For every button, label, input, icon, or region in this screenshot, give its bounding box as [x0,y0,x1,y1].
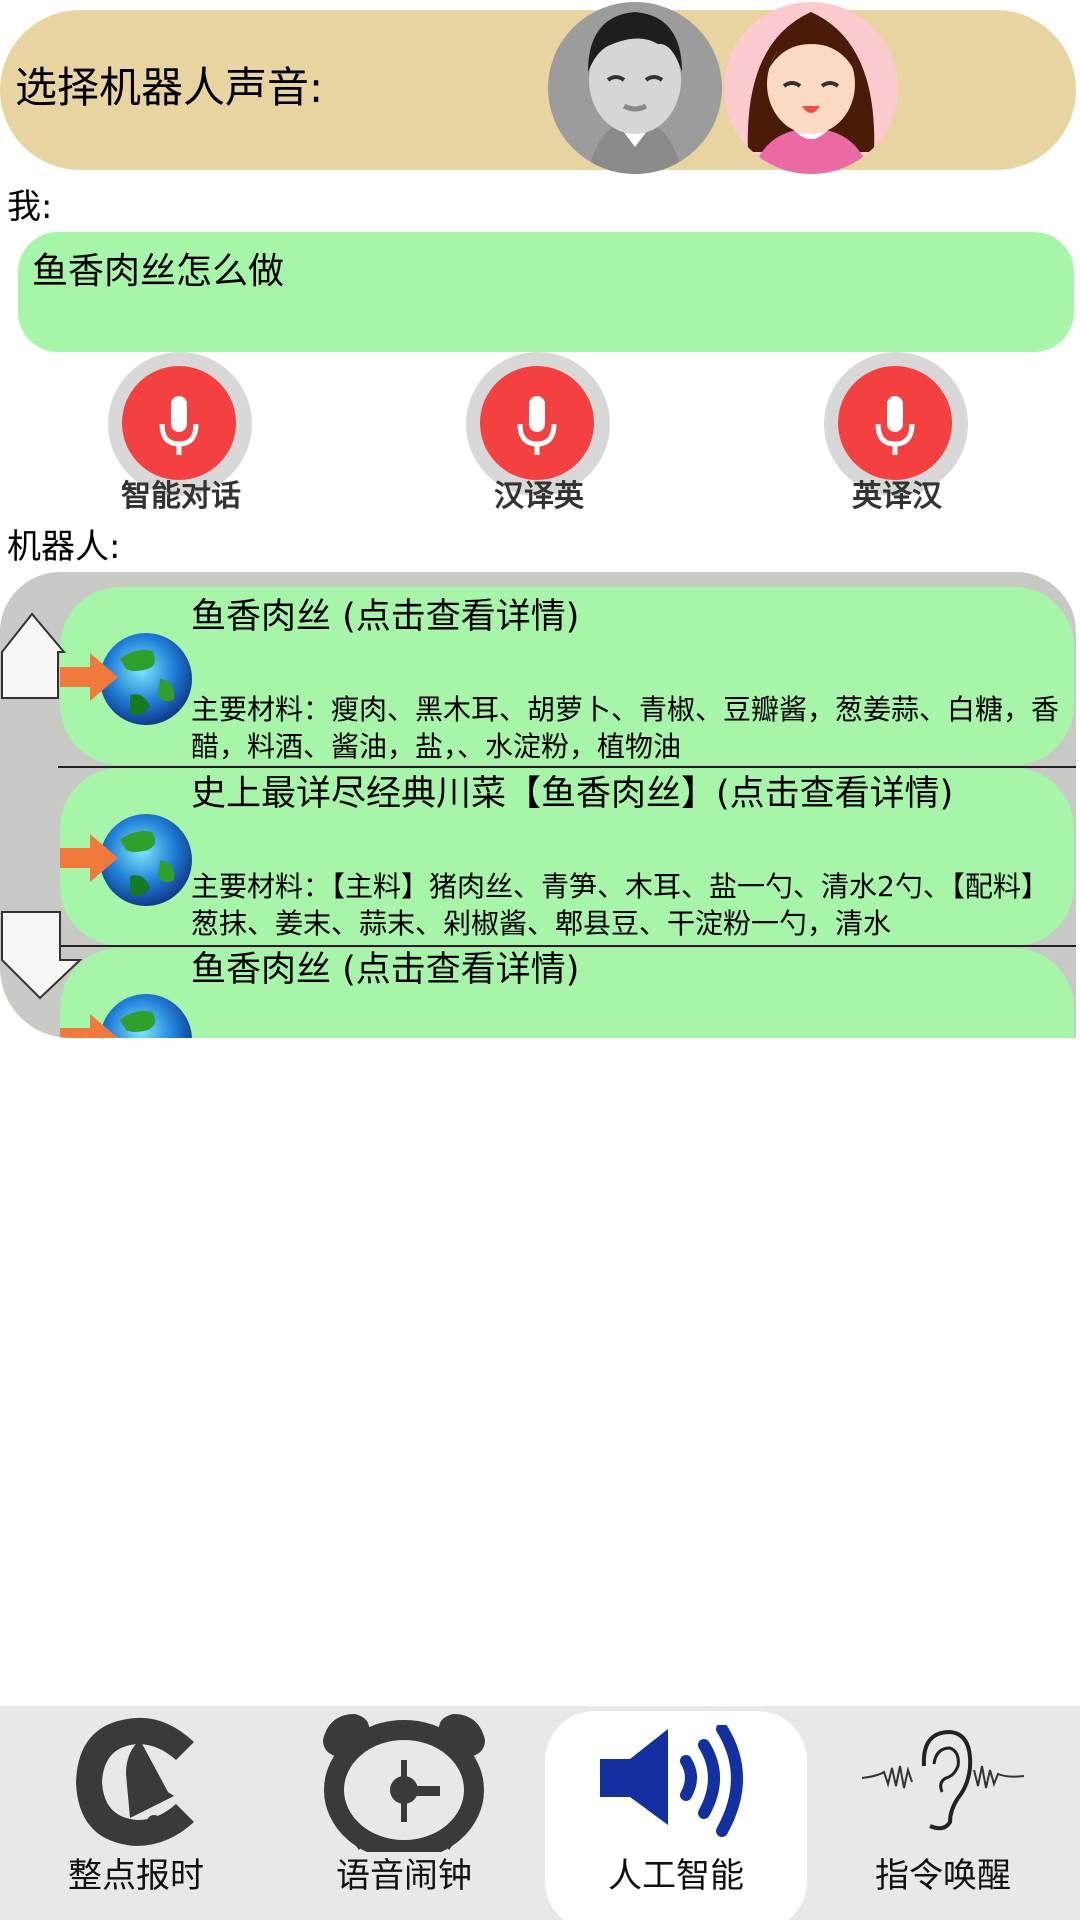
user-message-bubble [18,232,1074,352]
result-item[interactable]: 鱼香肉丝 (点击查看详情) 主要材料：瘦肉、黑木耳、胡萝卜、青椒、豆瓣酱，葱姜蒜… [60,587,1074,765]
result-title[interactable]: 鱼香肉丝 (点击查看详情) [191,597,580,637]
mic-core [122,366,236,480]
divider [58,766,1076,768]
voice-selector-title: 选择机器人声音: [15,63,324,112]
female-voice-avatar[interactable] [724,2,898,174]
alarm-clock-icon [323,1714,485,1852]
globe-link-icon [60,633,192,725]
result-description: 主要材料：瘦肉、黑木耳、胡萝卜、青椒、豆瓣酱，葱姜蒜、白糖，香醋，料酒、酱油，盐… [191,693,1060,763]
male-avatar-icon [549,2,721,174]
result-list[interactable]: 鱼香肉丝 (点击查看详情) 主要材料：瘦肉、黑木耳、胡萝卜、青椒、豆瓣酱，葱姜蒜… [0,572,1076,1038]
nav-item-ai[interactable]: 人工智能 [545,1711,807,1931]
result-title[interactable]: 鱼香肉丝 (点击查看详情) [191,950,580,990]
bottom-nav: 整点报时 语音闹钟 人工智能 指令唤醒 [0,1706,1080,1931]
microphone-icon [517,396,557,455]
globe-link-icon [60,814,192,906]
scroll-down-arrow-icon[interactable] [0,910,82,1002]
female-avatar-icon [725,2,897,174]
result-description: 主要材料：【主料】猪肉丝、青笋、木耳、盐一勺、清水2勺、【配料】葱抹、姜末、蒜末… [191,870,1049,940]
user-message-text: 鱼香肉丝怎么做 [32,251,285,292]
nav-item-command-wake[interactable]: 指令唤醒 [812,1706,1074,1920]
globe-link-icon [60,994,192,1038]
mic-core [480,366,594,480]
nav-label: 指令唤醒 [875,1856,1011,1896]
en-to-cn-mic-button[interactable]: 英译汉 [822,350,972,520]
result-item[interactable]: 史上最详尽经典川菜【鱼香肉丝】(点击查看详情) 主要材料：【主料】猪肉丝、青笋、… [60,768,1074,946]
speaker-icon [600,1725,743,1837]
smart-chat-mic-button[interactable]: 智能对话 [106,350,256,520]
robot-label: 机器人: [7,527,121,567]
bell-clock-icon [76,1717,194,1846]
mic-label: 智能对话 [121,479,241,514]
result-item[interactable]: 鱼香肉丝 (点击查看详情) [60,948,1074,1038]
mic-core [838,366,952,480]
nav-label: 人工智能 [608,1856,744,1896]
microphone-icon [159,396,199,455]
cn-to-en-mic-button[interactable]: 汉译英 [464,350,614,520]
divider [58,945,1076,947]
nav-item-hourly-chime[interactable]: 整点报时 [5,1706,267,1920]
nav-item-voice-alarm[interactable]: 语音闹钟 [273,1706,535,1920]
microphone-icon [875,396,915,455]
scroll-up-arrow-icon[interactable] [0,610,66,702]
nav-label: 语音闹钟 [336,1856,472,1896]
ear-icon [861,1729,1025,1831]
mic-label: 英译汉 [852,479,942,514]
male-voice-avatar[interactable] [548,2,722,174]
mic-label: 汉译英 [494,479,584,514]
user-label: 我: [7,187,53,227]
result-title[interactable]: 史上最详尽经典川菜【鱼香肉丝】(点击查看详情) [191,774,954,814]
nav-label: 整点报时 [68,1856,204,1896]
